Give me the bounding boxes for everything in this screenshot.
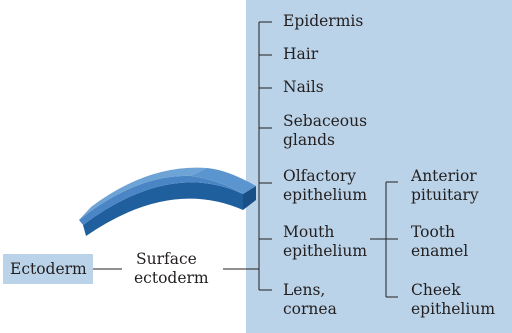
mouth-derivative-tooth-enamel: Tooth enamel [411,223,468,261]
derivative-nails: Nails [283,78,324,97]
derivative-sebaceous-glands: Sebaceous glands [283,112,367,150]
derivative-mouth-epithelium: Mouth epithelium [283,223,367,261]
mouth-derivative-cheek-epithelium: Cheek epithelium [411,281,495,319]
ectoderm-sheet-illustration [79,168,256,236]
derivative-hair: Hair [283,45,318,64]
derivative-olfactory-epithelium: Olfactory epithelium [283,167,367,205]
derivative-lens-cornea: Lens, cornea [283,281,337,319]
ectoderm-label: Ectoderm [10,260,87,279]
derivative-epidermis: Epidermis [283,12,363,31]
surface-ectoderm-label: Surface ectoderm [134,250,209,288]
mouth-derivative-anterior-pituitary: Anterior pituitary [411,167,479,205]
